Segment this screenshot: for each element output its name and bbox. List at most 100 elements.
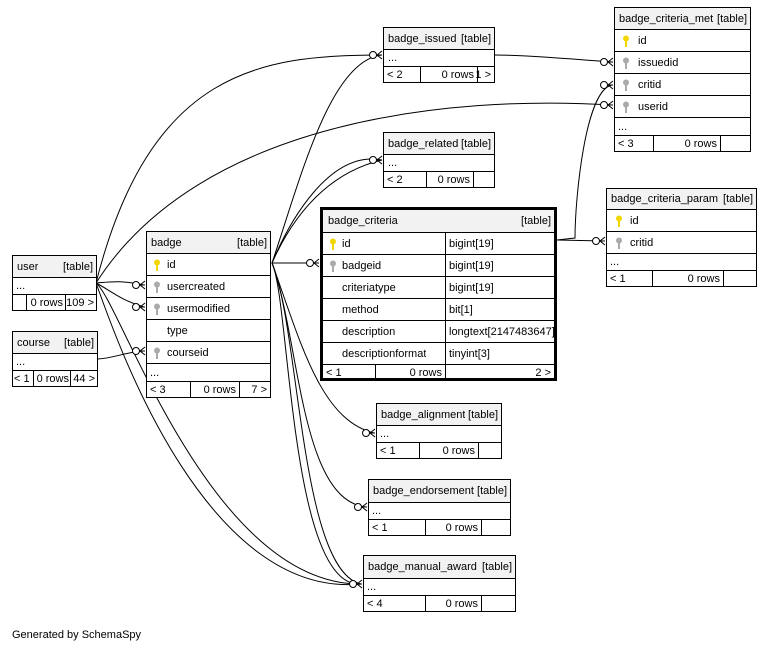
row-count: 0 rows (437, 173, 470, 186)
foreign-key-icon (154, 281, 160, 293)
parent-count: < 3 (150, 383, 166, 396)
parent-count: < 1 (380, 444, 396, 457)
table-name: user (17, 260, 39, 273)
table-badge-criteria-param[interactable]: badge_criteria_param [table] id critid .… (606, 188, 757, 287)
edge-badge-related-to-badge-b (271, 158, 383, 264)
crowsfoot-badge-usermodified (132, 302, 146, 312)
edge-badge-issued-to-badge (271, 54, 383, 264)
foreign-key-icon (623, 79, 629, 91)
table-tag: [table] (461, 32, 491, 45)
table-user[interactable]: user [table] ... 0 rows 109 > (12, 255, 97, 311)
column-type: tinyint[3] (449, 347, 490, 360)
foreign-key-icon (154, 347, 160, 359)
table-row: critid (615, 73, 750, 95)
column-type: bit[1] (449, 303, 473, 316)
foreign-key-icon (154, 303, 160, 315)
edge-badge-manual-award-to-badge (271, 262, 362, 585)
crowsfoot-badge-courseid (132, 346, 146, 356)
table-badge-endorsement[interactable]: badge_endorsement [table] ... < 1 0 rows (368, 479, 511, 536)
table-tag: [table] (477, 485, 507, 497)
table-tag: [table] (717, 12, 747, 25)
table-header: badge_criteria_met [table] (615, 8, 750, 29)
table-footer: < 1 0 rows 44 > (13, 370, 97, 386)
table-row: ... (147, 363, 270, 381)
table-footer: < 3 0 rows 7 > (147, 381, 270, 397)
table-name: badge_criteria_met (619, 12, 714, 25)
table-badge-criteria[interactable]: badge_criteria [table] id bigint[19] bad… (320, 207, 557, 381)
table-name: badge_issued (388, 32, 457, 45)
column-name: method (342, 303, 379, 316)
row-count: 0 rows (441, 68, 474, 81)
column-name: descriptionformat (342, 347, 427, 360)
table-row: courseid (147, 341, 270, 363)
table-name: badge_criteria_param (611, 193, 719, 205)
child-count: 44 > (73, 372, 95, 385)
table-badge-criteria-met[interactable]: badge_criteria_met [table] id issuedid c… (614, 7, 751, 152)
table-badge-manual-award[interactable]: badge_manual_award [table] ... < 4 0 row… (363, 555, 516, 612)
edge-badge-manual-award-to-badge-b (271, 262, 362, 585)
edge-badge-alignment-to-badge (271, 262, 375, 434)
table-row: id bigint[19] (323, 232, 554, 254)
table-tag: [table] (64, 336, 94, 349)
table-tag: [table] (723, 193, 753, 205)
table-tag: [table] (482, 561, 512, 573)
table-tag: [table] (461, 137, 491, 150)
table-header: badge_manual_award [table] (364, 556, 515, 578)
table-footer: < 2 0 rows 1 > (384, 66, 494, 82)
table-row: ... (615, 117, 750, 135)
table-course[interactable]: course [table] ... < 1 0 rows 44 > (12, 331, 98, 387)
table-row: descriptionformat tinyint[3] (323, 342, 554, 364)
table-row: usercreated (147, 275, 270, 297)
table-footer: < 1 0 rows (377, 442, 501, 458)
table-row: issuedid (615, 51, 750, 73)
table-header: badge_endorsement [table] (369, 480, 510, 502)
table-footer: < 3 0 rows (615, 135, 750, 151)
column-name: id (342, 237, 351, 250)
table-badge-issued[interactable]: badge_issued [table] ... < 2 0 rows 1 > (383, 27, 495, 83)
table-row: badgeid bigint[19] (323, 254, 554, 276)
parent-count: < 2 (387, 68, 403, 81)
table-header: user [table] (13, 256, 96, 277)
table-header: course [table] (13, 332, 97, 353)
table-row: ... (13, 277, 96, 294)
edge-badge-criteria-met-to-user (95, 102, 613, 284)
table-name: badge_endorsement (373, 485, 474, 497)
table-footer: < 1 0 rows 2 > (323, 364, 554, 380)
row-count: 0 rows (409, 366, 442, 379)
table-tag: [table] (63, 260, 93, 273)
table-row: ... (377, 425, 501, 442)
crowsfoot-badge-criteria-param-critid (592, 236, 606, 246)
table-badge-alignment[interactable]: badge_alignment [table] ... < 1 0 rows (376, 403, 502, 459)
parent-count: < 4 (367, 597, 383, 610)
parent-count: < 1 (326, 366, 342, 379)
column-type: bigint[19] (449, 259, 494, 272)
table-header: badge_related [table] (384, 133, 494, 154)
table-footer: < 1 0 rows (607, 270, 756, 286)
primary-key-icon (154, 259, 160, 271)
table-row: method bit[1] (323, 298, 554, 320)
table-row: ... (13, 353, 97, 370)
table-row: critid (607, 231, 756, 253)
crowsfoot-badge-criteria-met-issuedid (600, 57, 614, 67)
primary-key-icon (330, 238, 336, 250)
table-badge[interactable]: badge [table] id usercreated usermodifie… (146, 231, 271, 398)
edge-badge-criteria-met-to-badge-issued (494, 54, 613, 63)
parent-count: < 1 (14, 372, 30, 385)
crowsfoot-badge-related-left (369, 155, 383, 165)
crowsfoot-badge-alignment-left (362, 428, 376, 438)
row-count: 0 rows (36, 372, 69, 385)
table-tag: [table] (468, 408, 498, 421)
parent-count: < 1 (372, 521, 388, 534)
crowsfoot-badge-criteria-met-critid (600, 80, 614, 90)
row-count: 0 rows (445, 521, 478, 534)
parent-count: < 1 (610, 272, 626, 285)
edge-badge-manual-award-to-user-b (95, 282, 362, 585)
table-footer: < 1 0 rows (369, 519, 510, 535)
table-badge-related[interactable]: badge_related [table] ... < 2 0 rows (383, 132, 495, 188)
table-row: id (607, 209, 756, 231)
parent-count: < 3 (618, 137, 634, 150)
generated-by-credit: Generated by SchemaSpy (12, 629, 142, 641)
table-name: badge_alignment (381, 408, 466, 421)
crowsfoot-badge-endorsement-left (354, 502, 368, 512)
